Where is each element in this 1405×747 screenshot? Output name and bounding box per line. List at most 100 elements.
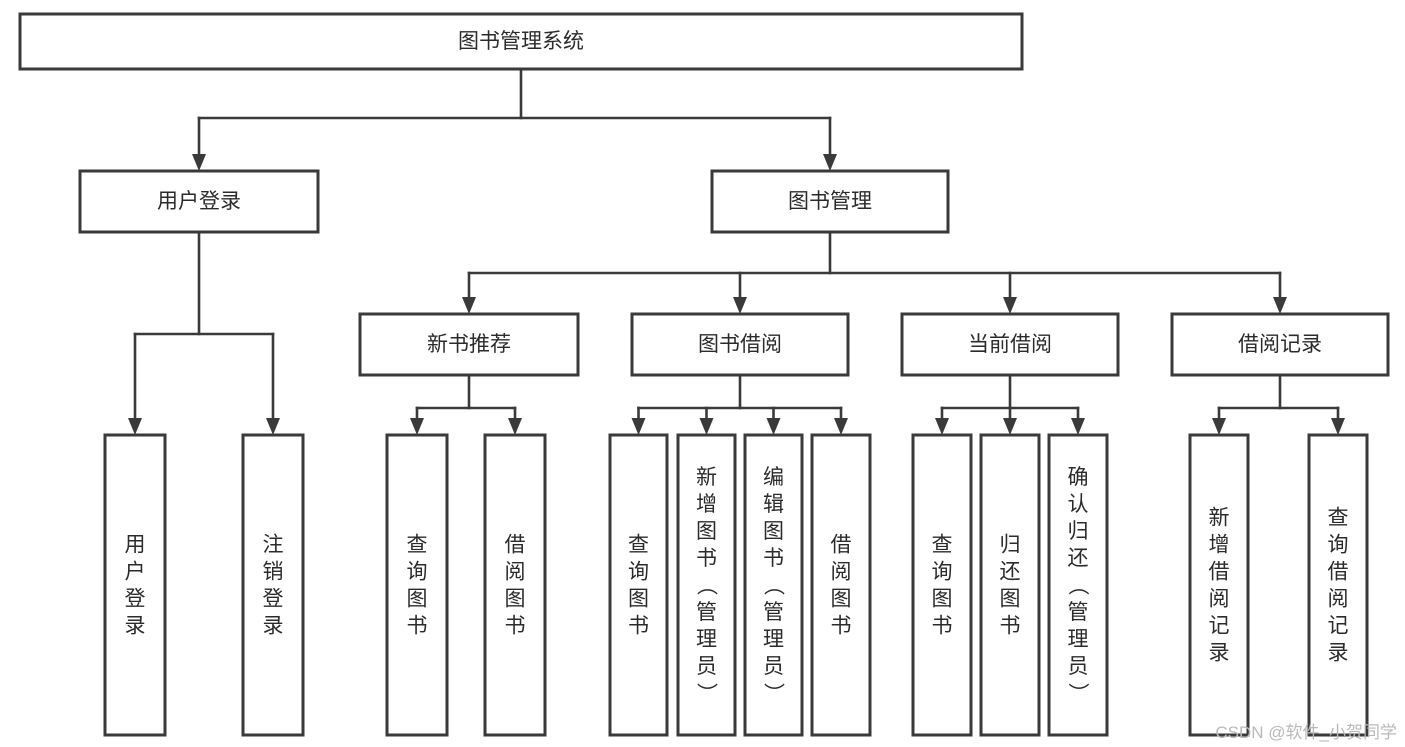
node-book-manage[interactable]: 图书管理 (710, 169, 950, 234)
node-new-book-rec[interactable]: 新书推荐 (358, 312, 580, 377)
node-label-char: 阅 (1328, 588, 1349, 611)
node-label-char: 图 (932, 588, 953, 611)
node-label-char: 录 (1328, 642, 1349, 665)
node-label-char: 图 (505, 588, 526, 611)
node-label-char: 员 (696, 655, 717, 678)
node-label-char: 阅 (505, 561, 526, 584)
node-label-char: 理 (1068, 628, 1089, 651)
node-label-char: ） (695, 683, 718, 704)
node-label-char: 查 (407, 534, 428, 557)
connector-layer (128, 67, 1345, 435)
node-label-char: 图 (763, 520, 784, 543)
node-label: 图书管理 (788, 190, 872, 213)
node-label-char: 书 (505, 615, 526, 638)
node-label-char: 管 (1068, 601, 1089, 624)
node-label: 用户登录 (157, 190, 241, 213)
node-current-borrow[interactable]: 当前借阅 (900, 312, 1120, 377)
node-label-char: 录 (1209, 642, 1230, 665)
node-label-char: 新 (696, 466, 717, 489)
node-label-char: 书 (696, 547, 717, 570)
watermark-text: CSDN @软件_小贺同学 (1215, 723, 1397, 742)
node-label-char: 理 (763, 628, 784, 651)
node-leaf-user-login[interactable]: 用户登录 (103, 433, 167, 737)
node-label-char: 书 (932, 615, 953, 638)
node-label-char: 借 (1328, 561, 1349, 584)
node-label-char: 新 (1209, 507, 1230, 530)
node-label-char: 图 (696, 520, 717, 543)
node-label-char: 员 (1068, 655, 1089, 678)
node-label-char: 注 (263, 534, 284, 557)
node-label-char: 归 (1068, 520, 1089, 543)
node-borrow-record[interactable]: 借阅记录 (1170, 312, 1390, 377)
node-label-char: 编 (763, 466, 784, 489)
node-label-char: 查 (1328, 507, 1349, 530)
node-label: 借阅记录 (1238, 333, 1322, 356)
node-label-char: 阅 (831, 561, 852, 584)
node-label-char: （ (1066, 575, 1089, 596)
node-label-char: 询 (1328, 534, 1349, 557)
node-label-char: （ (695, 575, 718, 596)
node-label-char: 登 (263, 588, 284, 611)
node-label-char: 书 (407, 615, 428, 638)
node-label-char: 理 (696, 628, 717, 651)
node-label-char: 询 (932, 561, 953, 584)
node-label-char: 登 (125, 588, 146, 611)
node-label: 图书管理系统 (458, 30, 584, 53)
node-label-char: 查 (628, 534, 649, 557)
node-user-login[interactable]: 用户登录 (78, 169, 320, 234)
node-label: 图书借阅 (698, 333, 782, 356)
node-book-borrow[interactable]: 图书借阅 (630, 312, 850, 377)
node-label-char: 图 (1000, 588, 1021, 611)
node-label-char: 记 (1328, 615, 1349, 638)
node-label-char: 查 (932, 534, 953, 557)
node-label-char: 增 (1209, 534, 1230, 557)
node-label-char: 书 (763, 547, 784, 570)
node-label-char: 书 (628, 615, 649, 638)
node-label-char: ） (1066, 683, 1089, 704)
node-label-char: 借 (1209, 561, 1230, 584)
node-label-char: 书 (1000, 615, 1021, 638)
node-label-char: 归 (1000, 534, 1021, 557)
node-label-char: 管 (763, 601, 784, 624)
node-label-char: 图 (407, 588, 428, 611)
node-label-char: 户 (125, 561, 146, 584)
node-label: 当前借阅 (968, 333, 1052, 356)
node-label-char: 用 (125, 534, 146, 557)
node-label-char: 图 (831, 588, 852, 611)
node-label-char: 还 (1068, 547, 1089, 570)
node-label-char: 录 (263, 615, 284, 638)
node-label-char: ） (762, 683, 785, 704)
node-label-char: 询 (628, 561, 649, 584)
node-label-char: 认 (1068, 493, 1089, 516)
node-label-char: 销 (263, 561, 284, 584)
node-label-char: 借 (505, 534, 526, 557)
node-label: 新书推荐 (427, 333, 511, 356)
node-label-char: 记 (1209, 615, 1230, 638)
node-label-char: 辑 (763, 493, 784, 516)
node-label-char: 还 (1000, 561, 1021, 584)
node-label-char: 借 (831, 534, 852, 557)
node-label-char: 录 (125, 615, 146, 638)
node-label-char: 询 (407, 561, 428, 584)
node-root-root[interactable]: 图书管理系统 (18, 12, 1024, 71)
node-label-char: （ (762, 575, 785, 596)
node-label-char: 阅 (1209, 588, 1230, 611)
node-label-char: 确 (1068, 466, 1089, 489)
node-layer: 图书管理系统用户登录图书管理新书推荐图书借阅当前借阅借阅记录用户登录注销登录查询… (18, 12, 1390, 737)
node-label-char: 图 (628, 588, 649, 611)
node-label-char: 员 (763, 655, 784, 678)
